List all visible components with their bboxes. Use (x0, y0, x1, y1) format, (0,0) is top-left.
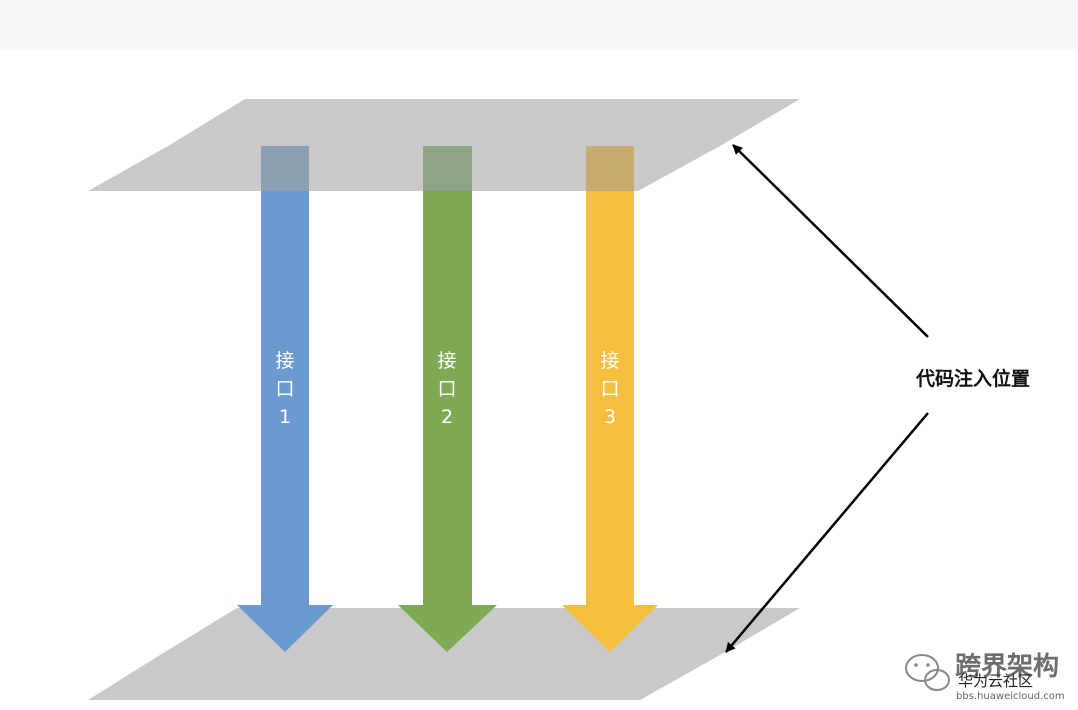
interface-2-label-line2: 口 (437, 378, 456, 400)
watermark: 跨界架构 华为云社区 bbs.huaweicloud.com (905, 652, 1065, 702)
interface-3-label-line2: 口 (600, 378, 619, 400)
interface-1-arrow-body (237, 191, 333, 652)
watermark-title: 跨界架构 (955, 652, 1059, 682)
interface-1-label-line2: 口 (275, 378, 294, 400)
callout-pointers (725, 144, 929, 653)
interface-2-label-line1: 接 (437, 350, 456, 372)
interface-2-overlay (423, 146, 472, 191)
callout-arrow-to-top-layer (732, 144, 929, 338)
interface-2-label-line3: 2 (441, 406, 453, 428)
interface-3-label-line3: 3 (604, 406, 616, 428)
callout-label: 代码注入位置 (915, 367, 1030, 390)
interface-3-arrow-body (562, 191, 658, 652)
bottom-layer-front-plane (88, 655, 720, 700)
interface-arrow-3: 接 口 3 (562, 146, 658, 652)
interface-3-label-line1: 接 (600, 350, 619, 372)
interface-2-arrow-body (398, 191, 497, 652)
interface-arrow-1: 接 口 1 (237, 146, 333, 652)
top-layer (88, 99, 800, 191)
interface-3-overlay (586, 146, 634, 191)
wechat-icon (905, 654, 950, 691)
top-layer-front-plane (88, 146, 720, 191)
top-layer-back-plane (168, 99, 800, 146)
callout-arrow-to-bottom-layer (725, 412, 929, 653)
interface-arrow-2: 接 口 2 (398, 146, 497, 652)
watermark-subtitle: 华为云社区 (958, 672, 1033, 690)
interface-1-overlay (261, 146, 309, 191)
watermark-url: bbs.huaweicloud.com (956, 691, 1065, 702)
interface-1-label-line3: 1 (279, 406, 291, 428)
top-band (0, 0, 1078, 50)
interface-1-label-line1: 接 (275, 350, 294, 372)
